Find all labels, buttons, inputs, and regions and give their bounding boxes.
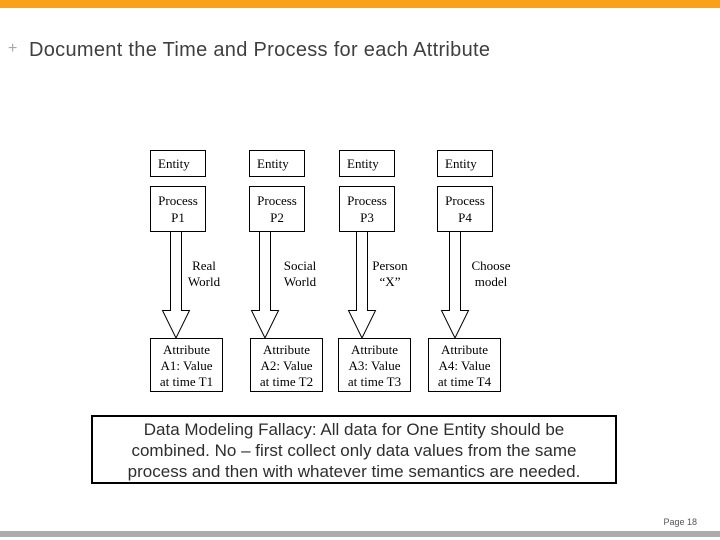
attribute-line: Attribute: [441, 342, 488, 357]
entity-box: Entity: [339, 150, 395, 177]
arrow-label-line: World: [283, 274, 317, 289]
attribute-box: Attribute A1: Value at time T1: [150, 338, 223, 392]
attribute-line: Attribute: [263, 342, 310, 357]
process-box: Process P3: [339, 186, 395, 232]
title-plus-marker: +: [8, 40, 18, 57]
down-arrow-icon: [347, 231, 377, 339]
entity-box: Entity: [249, 150, 305, 177]
process-line: Process: [445, 193, 485, 208]
arrow-label: Person “X”: [345, 258, 435, 290]
attribute-line: Attribute: [163, 342, 210, 357]
attribute-line: at time T4: [437, 374, 492, 389]
down-arrow-icon: [440, 231, 470, 339]
attribute-line: Attribute: [351, 342, 398, 357]
arrow-label-line: World: [187, 274, 221, 289]
arrow-label-line: “X”: [379, 274, 401, 289]
process-line: Process: [347, 193, 387, 208]
process-line: P2: [270, 210, 284, 225]
process-line: P3: [360, 210, 374, 225]
attribute-line: at time T1: [159, 374, 214, 389]
attribute-line: A1: Value: [160, 358, 213, 373]
arrow-label-line: Person: [372, 258, 408, 273]
process-box: Process P1: [150, 186, 206, 232]
process-line: Process: [158, 193, 198, 208]
callout-line: Data Modeling Fallacy: All data for One …: [143, 420, 565, 439]
attribute-line: A2: Value: [260, 358, 313, 373]
process-line: P4: [458, 210, 472, 225]
arrow-label-line: model: [474, 274, 508, 289]
footer-bar: [0, 531, 720, 537]
callout-box: Data Modeling Fallacy: All data for One …: [91, 415, 617, 484]
top-accent-bar: [0, 0, 720, 8]
process-line: Process: [257, 193, 297, 208]
process-box: Process P2: [249, 186, 305, 232]
attribute-line: A3: Value: [348, 358, 401, 373]
page-title: Document the Time and Process for each A…: [29, 39, 491, 61]
arrow-label-line: Real: [192, 258, 216, 273]
arrow-label-line: Social: [283, 258, 317, 273]
arrow-label: Choose model: [446, 258, 536, 290]
page-number: Page 18: [663, 517, 697, 527]
entity-box: Entity: [150, 150, 206, 177]
entity-box: Entity: [437, 150, 493, 177]
attribute-line: at time T3: [347, 374, 402, 389]
process-box: Process P4: [437, 186, 493, 232]
down-arrow-icon: [161, 231, 191, 339]
callout-line: combined. No – first collect only data v…: [131, 441, 577, 460]
attribute-line: A4: Value: [438, 358, 491, 373]
process-line: P1: [171, 210, 185, 225]
arrow-label: Social World: [255, 258, 345, 290]
attribute-box: Attribute A3: Value at time T3: [338, 338, 411, 392]
arrow-label: Real World: [159, 258, 249, 290]
down-arrow-icon: [250, 231, 280, 339]
attribute-box: Attribute A4: Value at time T4: [428, 338, 501, 392]
attribute-box: Attribute A2: Value at time T2: [250, 338, 323, 392]
attribute-line: at time T2: [259, 374, 314, 389]
arrow-label-line: Choose: [471, 258, 511, 273]
callout-line: process and then with whatever time sema…: [127, 462, 581, 481]
